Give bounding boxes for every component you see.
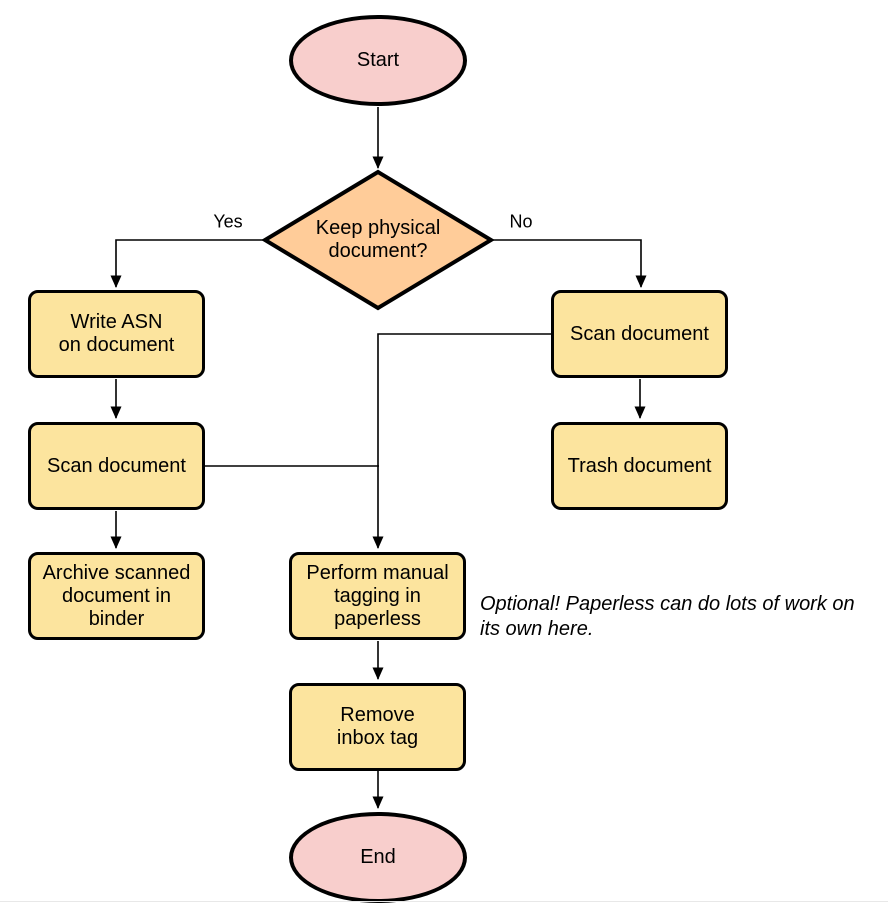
flow-node-end: End (289, 812, 467, 903)
flow-node-start: Start (289, 15, 467, 106)
flow-node-start-label: Start (356, 49, 400, 71)
flow-node-scan-document-right-label: Scan document (570, 322, 709, 345)
edge-label-yes: Yes (210, 211, 246, 233)
flow-node-scan-document-left-label: Scan document (47, 454, 186, 477)
flow-node-remove-inbox-tag: Remove inbox tag (289, 683, 466, 771)
flow-node-decision-label: Keep physical document? (315, 217, 441, 262)
flow-node-end-label: End (360, 846, 396, 868)
flow-node-archive-binder: Archive scanned document in binder (28, 552, 205, 640)
flow-node-scan-document-right: Scan document (551, 290, 728, 378)
flow-node-archive-binder-label: Archive scanned document in binder (42, 561, 191, 630)
flow-node-trash-document-label: Trash document (567, 454, 712, 477)
edge-scanright-to-tagging (372, 333, 551, 549)
bottom-divider-line (0, 901, 888, 902)
optional-note: Optional! Paperless can do lots of work … (480, 593, 855, 640)
flow-node-manual-tagging: Perform manual tagging in paperless (289, 552, 466, 640)
edge-decision-yes (110, 239, 265, 288)
flow-node-remove-inbox-tag-label: Remove inbox tag (336, 704, 419, 749)
edge-label-no: No (506, 211, 536, 233)
flow-node-decision: Keep physical document? (262, 169, 494, 311)
flow-node-write-asn: Write ASN on document (28, 290, 205, 378)
edge-decision-no (490, 239, 647, 288)
flow-node-scan-document-left: Scan document (28, 422, 205, 510)
flow-node-manual-tagging-label: Perform manual tagging in paperless (306, 561, 449, 630)
flow-node-write-asn-label: Write ASN on document (58, 311, 175, 356)
decision-diamond-shape (262, 169, 494, 311)
flow-node-trash-document: Trash document (551, 422, 728, 510)
